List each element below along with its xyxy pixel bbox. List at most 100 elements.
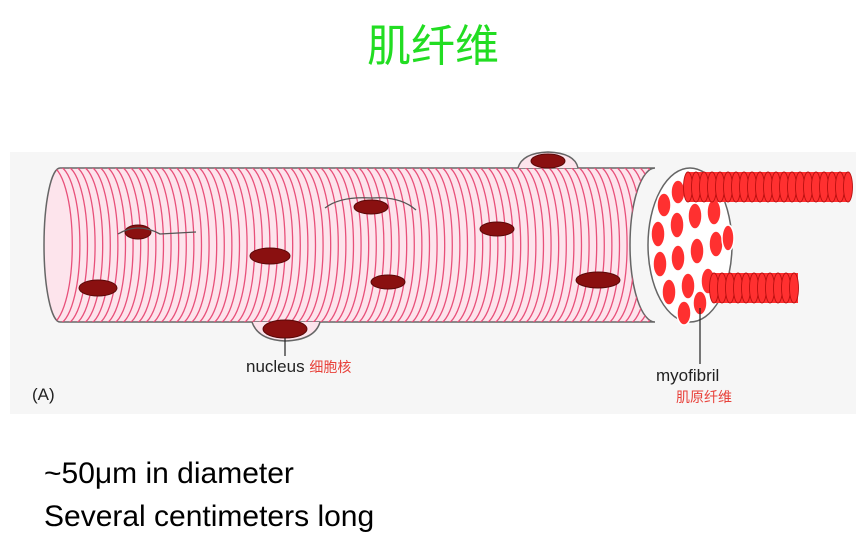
striation-line xyxy=(209,168,233,322)
striation-line xyxy=(239,168,263,322)
striation-line xyxy=(103,168,127,322)
striation-line xyxy=(566,168,590,322)
nucleus xyxy=(575,271,621,289)
nucleus xyxy=(124,224,152,240)
striation-line xyxy=(376,168,400,322)
striation-line xyxy=(559,168,583,322)
striation-line xyxy=(384,168,408,322)
striation-line xyxy=(148,168,172,322)
striation-line xyxy=(224,168,248,322)
myofibril-label-cn: 肌原纤维 xyxy=(676,390,732,406)
striation-line xyxy=(551,168,575,322)
striation-line xyxy=(315,168,339,322)
striation-line xyxy=(217,168,241,322)
striation-line xyxy=(262,168,286,322)
membrane-line xyxy=(117,227,197,235)
striation-line xyxy=(331,168,355,322)
nucleus-label-cn: 细胞核 xyxy=(309,360,352,376)
nuclei xyxy=(78,153,621,339)
striation-line xyxy=(528,168,552,322)
membrane-line xyxy=(324,197,417,211)
striation-line xyxy=(87,168,111,322)
myofibril-upper xyxy=(683,171,853,203)
nucleus xyxy=(479,221,515,237)
myofibril-segment xyxy=(843,171,853,203)
striations xyxy=(49,168,655,322)
striation-line xyxy=(171,168,195,322)
striation-line xyxy=(353,168,377,322)
striation-line xyxy=(391,168,415,322)
nucleus xyxy=(530,153,566,169)
striation-line xyxy=(80,168,104,322)
diameter-note: ~50μm in diameter xyxy=(44,457,294,490)
striation-line xyxy=(72,168,96,322)
nucleus-label-en: nucleus xyxy=(246,357,305,376)
striation-line xyxy=(156,168,180,322)
striation-line xyxy=(346,168,370,322)
nucleus xyxy=(262,319,308,339)
striation-line xyxy=(574,168,598,322)
striation-line xyxy=(65,168,89,322)
fiber-body xyxy=(43,167,656,323)
striation-line xyxy=(186,168,210,322)
striation-line xyxy=(49,168,73,322)
striation-line xyxy=(475,168,499,322)
striation-line xyxy=(308,168,332,322)
striation-line xyxy=(521,168,545,322)
striation-line xyxy=(118,168,142,322)
striation-line xyxy=(604,168,628,322)
striation-line xyxy=(141,168,165,322)
striation-line xyxy=(422,168,446,322)
striation-line xyxy=(247,168,271,322)
nucleus xyxy=(353,199,389,215)
striation-line xyxy=(536,168,560,322)
striation-line xyxy=(460,168,484,322)
nucleus-label: nucleus 细胞核 xyxy=(246,357,351,377)
striation-line xyxy=(369,168,393,322)
striation-line xyxy=(467,168,491,322)
striation-line xyxy=(429,168,453,322)
striation-line xyxy=(361,168,385,322)
striation-line xyxy=(338,168,362,322)
nucleus xyxy=(249,247,291,265)
striation-line xyxy=(163,168,187,322)
striation-line xyxy=(452,168,476,322)
striation-line xyxy=(179,168,203,322)
striation-line xyxy=(505,168,529,322)
striation-line xyxy=(57,168,81,322)
striation-line xyxy=(125,168,149,322)
striation-line xyxy=(513,168,537,322)
striation-line xyxy=(277,168,301,322)
nucleus xyxy=(78,279,118,297)
striation-line xyxy=(255,168,279,322)
striation-line xyxy=(285,168,309,322)
nucleus xyxy=(370,274,406,290)
striation-line xyxy=(95,168,119,322)
panel-label: (A) xyxy=(32,385,55,404)
striation-line xyxy=(407,168,431,322)
striation-line xyxy=(483,168,507,322)
striation-line xyxy=(589,168,613,322)
striation-line xyxy=(490,168,514,322)
striation-line xyxy=(133,168,157,322)
striation-line xyxy=(399,168,423,322)
striation-line xyxy=(323,168,347,322)
myofibril-label-en: myofibril xyxy=(656,366,720,385)
striation-line xyxy=(437,168,461,322)
striation-line xyxy=(498,168,522,322)
striation-line xyxy=(300,168,324,322)
striation-line xyxy=(543,168,567,322)
striation-line xyxy=(445,168,469,322)
striation-line xyxy=(414,168,438,322)
myofibril-lower xyxy=(709,272,799,304)
striation-line xyxy=(293,168,317,322)
striation-line xyxy=(270,168,294,322)
striation-line xyxy=(232,168,256,322)
myofibril-segment xyxy=(789,272,799,304)
page-title: 肌纤维 xyxy=(367,21,499,72)
striation-line xyxy=(597,168,621,322)
length-note: Several centimeters long xyxy=(44,500,375,533)
striation-line xyxy=(201,168,225,322)
striation-line xyxy=(581,168,605,322)
